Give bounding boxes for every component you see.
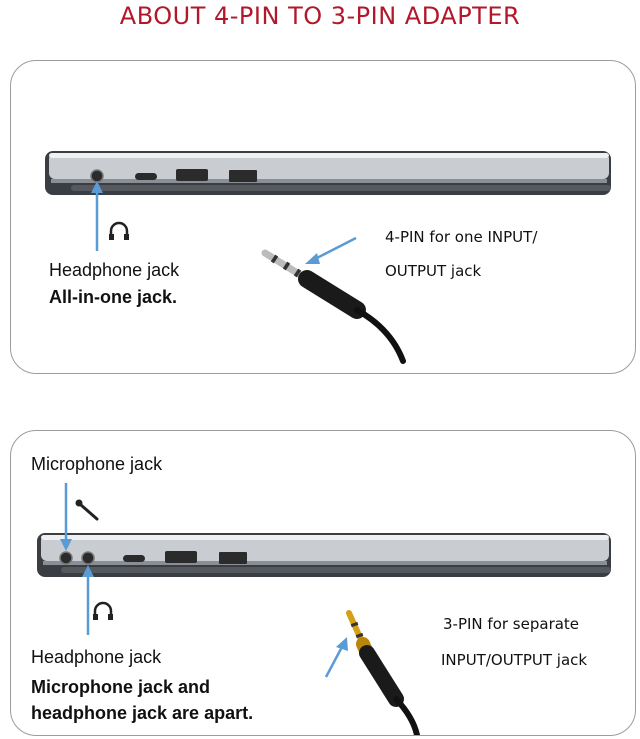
headphone-jack-label: Headphone jack bbox=[49, 260, 180, 280]
hdmi-port bbox=[176, 169, 208, 181]
laptop-side-view bbox=[45, 151, 611, 195]
laptop-side-view bbox=[37, 533, 611, 577]
plug-arrow bbox=[305, 236, 357, 264]
three-pin-plug bbox=[346, 610, 420, 735]
three-pin-caption-line2: INPUT/OUTPUT jack bbox=[441, 651, 588, 669]
three-pin-panel: Microphone jack Headphone jack Microphon… bbox=[10, 430, 636, 736]
microphone-port bbox=[59, 551, 73, 565]
microphone-icon bbox=[75, 499, 99, 521]
microphone-port-arrow bbox=[60, 483, 72, 551]
headphone-jack-label: Headphone jack bbox=[31, 647, 162, 667]
plug-arrow bbox=[324, 637, 348, 678]
usb-c-port bbox=[135, 173, 157, 180]
usb-a-port bbox=[219, 552, 247, 564]
four-pin-plug bbox=[261, 249, 406, 364]
headphone-icon bbox=[93, 601, 113, 620]
four-pin-caption-line2: OUTPUT jack bbox=[385, 262, 482, 280]
headphone-port bbox=[81, 551, 95, 565]
microphone-jack-label: Microphone jack bbox=[31, 454, 163, 474]
headphone-port-arrow bbox=[91, 181, 103, 251]
hdmi-port bbox=[165, 551, 197, 563]
four-pin-panel: Headphone jack All-in-one jack. 4-PIN fo… bbox=[10, 60, 636, 374]
usb-a-port bbox=[229, 170, 257, 182]
three-pin-illustration bbox=[37, 483, 611, 735]
jacks-apart-line2: headphone jack are apart. bbox=[31, 703, 254, 723]
combo-audio-port bbox=[90, 169, 104, 183]
headphone-icon bbox=[109, 221, 129, 240]
usb-c-port bbox=[123, 555, 145, 562]
page-title: ABOUT 4-PIN TO 3-PIN ADAPTER bbox=[119, 2, 521, 30]
all-in-one-jack-label: All-in-one jack. bbox=[49, 287, 178, 307]
headphone-port-arrow bbox=[82, 565, 94, 635]
four-pin-caption-line1: 4-PIN for one INPUT/ bbox=[385, 228, 538, 246]
four-pin-illustration bbox=[45, 151, 611, 364]
jacks-apart-line1: Microphone jack and bbox=[31, 677, 211, 697]
three-pin-caption-line1: 3-PIN for separate bbox=[443, 615, 580, 633]
